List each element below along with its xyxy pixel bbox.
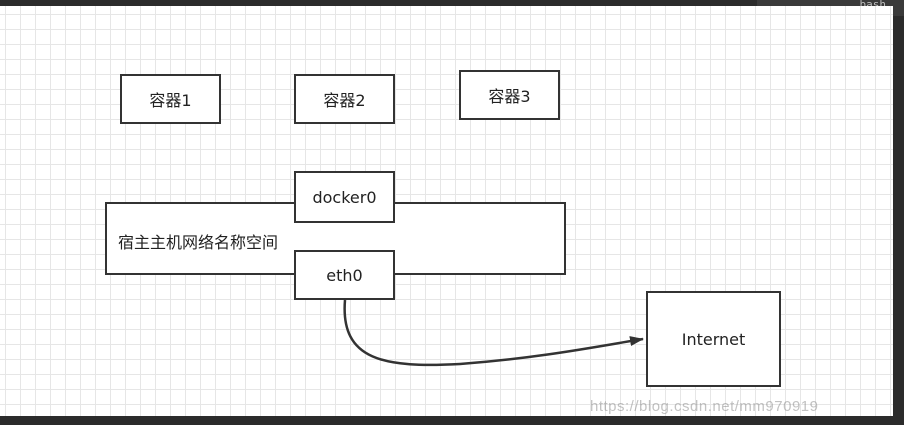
docker0-label: docker0 bbox=[312, 187, 377, 207]
container-3-box: 容器3 bbox=[459, 70, 560, 120]
internet-box: Internet bbox=[646, 291, 781, 387]
editor-bottom-bar bbox=[0, 416, 904, 425]
diagram-canvas: 容器1 容器2 容器3 宿主主机网络名称空间 docker0 eth0 Inte… bbox=[0, 6, 893, 416]
internet-label: Internet bbox=[681, 329, 746, 349]
editor-top-bar bbox=[0, 0, 904, 6]
docker0-bridge-box: docker0 bbox=[294, 171, 395, 223]
container-1-label: 容器1 bbox=[149, 91, 192, 110]
host-namespace-label: 宿主主机网络名称空间 bbox=[118, 233, 279, 252]
eth0-label: eth0 bbox=[326, 265, 363, 285]
eth0-to-internet-arrow bbox=[343, 299, 644, 367]
eth0-interface-box: eth0 bbox=[294, 250, 395, 300]
csdn-watermark: https://blog.csdn.net/mm970919 bbox=[590, 398, 819, 415]
container-2-label: 容器2 bbox=[323, 91, 366, 110]
connection-edges bbox=[343, 299, 644, 367]
container-3-label: 容器3 bbox=[488, 87, 531, 106]
container-2-box: 容器2 bbox=[294, 74, 395, 124]
container-1-box: 容器1 bbox=[120, 74, 221, 124]
